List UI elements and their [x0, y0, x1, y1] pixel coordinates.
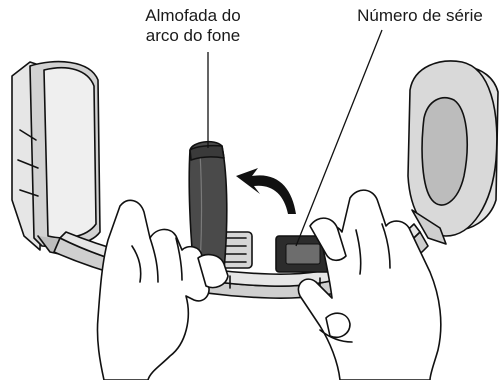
left-hand — [96, 199, 229, 380]
right-hand — [297, 189, 442, 380]
label-serial-number: Número de série — [357, 6, 483, 25]
left-earpad — [43, 66, 97, 239]
left-ear-cup — [11, 60, 101, 259]
right-ear-cup — [407, 60, 499, 245]
right-earpad-inner — [421, 96, 468, 206]
curved-arrow-icon — [236, 168, 296, 214]
label-headband-cushion: Almofada do arco do fone — [118, 6, 268, 46]
label-headband-cushion-line2: arco do fone — [145, 26, 241, 45]
headband-cushion — [188, 140, 228, 277]
label-headband-cushion-line1: Almofada do — [145, 6, 241, 25]
leader-line-serial — [295, 29, 383, 247]
